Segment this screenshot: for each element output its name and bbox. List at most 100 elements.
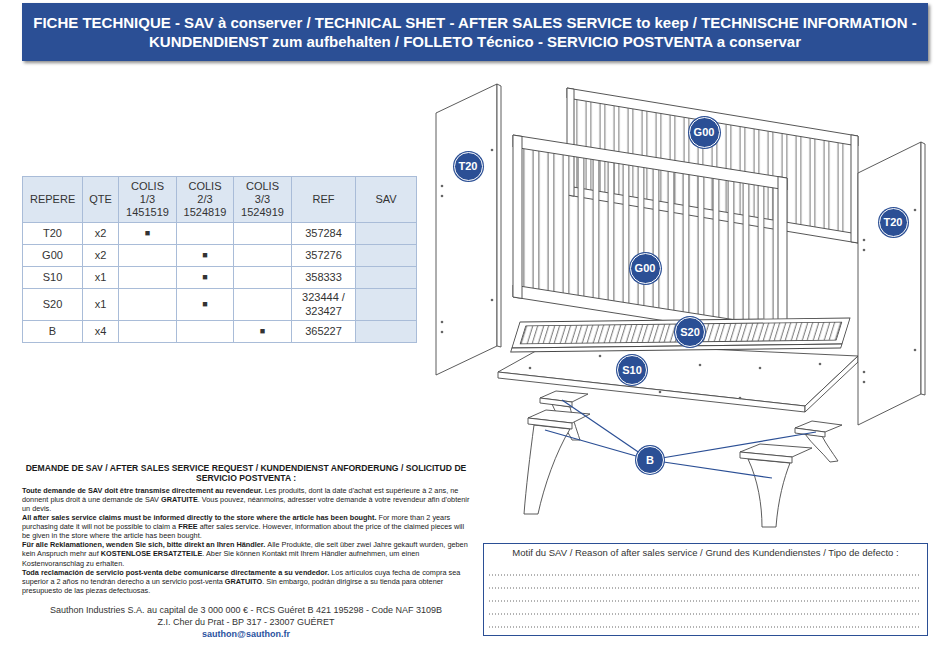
callout-circle: G00 <box>630 253 661 284</box>
table-cell: 365227 <box>291 320 356 343</box>
table-value: x1 <box>95 298 107 311</box>
table-cell: ■ <box>233 320 292 343</box>
table-header-cell: SAV <box>355 176 417 223</box>
notes-heading: DEMANDE DE SAV / AFTER SALES SERVICE REQ… <box>22 463 470 484</box>
package-mark: ■ <box>202 272 207 283</box>
email-address: sauthon@sauthon.fr <box>22 628 470 640</box>
notes-text: GRATUITO <box>225 577 262 586</box>
table-cell: ■ <box>176 266 234 289</box>
table-cell <box>176 320 234 343</box>
sheet-title: FICHE TECHNIQUE - SAV à conserver / TECH… <box>28 13 922 52</box>
front-side-rail <box>513 135 787 340</box>
notes-paragraph: Für alle Reklamationen, wenden Sie sich,… <box>22 540 470 567</box>
table-cell <box>233 222 292 245</box>
notes-paragraph: Toda reclamación de servicio post-venta … <box>22 568 470 595</box>
table-value: x4 <box>95 325 107 338</box>
package-mark: ■ <box>145 228 150 239</box>
table-cell: 357276 <box>291 244 356 267</box>
notes-text: Toda reclamación de servicio post-venta … <box>22 568 329 577</box>
callout-circle: T20 <box>879 208 908 237</box>
table-cell <box>355 288 417 321</box>
part-code: S10 <box>622 365 642 376</box>
notes-text: FREE <box>178 522 197 531</box>
company-line: Sauthon Industries S.A. au capital de 3 … <box>22 604 470 616</box>
notes-text: KOSTENLOSE ERSATZTEILE <box>101 549 203 558</box>
table-cell: x1 <box>82 266 119 289</box>
table-value: G00 <box>42 249 63 262</box>
part-code: B <box>646 455 654 466</box>
company-footer: Sauthon Industries S.A. au capital de 3 … <box>22 604 470 640</box>
table-cell <box>355 320 417 343</box>
notes-text: Toute demande de SAV doit être transmise… <box>22 486 263 495</box>
table-cell: ■ <box>176 288 234 321</box>
column-heading: QTE <box>89 193 112 206</box>
table-cell <box>118 266 177 289</box>
table-value: 357276 <box>305 249 342 262</box>
leader-line <box>545 400 816 478</box>
table-cell <box>233 288 292 321</box>
table-cell: x1 <box>82 288 119 321</box>
table-cell <box>118 320 177 343</box>
notes-text: GRATUITE <box>161 495 198 504</box>
callout-circle: S20 <box>675 317 705 347</box>
leg <box>524 410 590 514</box>
column-heading: COLIS 1/3 1451519 <box>125 180 170 220</box>
column-heading: SAV <box>375 193 396 206</box>
table-cell <box>355 222 417 245</box>
table-cell: S10 <box>22 266 83 289</box>
table-value: S10 <box>43 271 63 284</box>
table-header-cell: REF <box>291 176 356 223</box>
callout-circle: T20 <box>454 152 483 181</box>
callout-circle: B <box>636 446 664 474</box>
base-board <box>498 342 858 412</box>
table-cell: S20 <box>22 288 83 321</box>
notes-text: All after sales service claims must be i… <box>22 513 376 522</box>
table-header-cell: REPERE <box>22 176 83 223</box>
table-cell: x2 <box>82 222 119 245</box>
package-mark: ■ <box>202 299 207 310</box>
table-cell <box>233 244 292 267</box>
part-code: S20 <box>680 327 700 338</box>
notes-text: Für alle Reklamationen, wenden Sie sich,… <box>22 540 265 549</box>
table-cell: 357284 <box>291 222 356 245</box>
column-heading: COLIS 3/3 1524919 <box>240 180 285 220</box>
table-cell <box>118 244 177 267</box>
table-value: 358333 <box>305 271 342 284</box>
callout-circle: S10 <box>617 355 647 385</box>
after-sales-notes: DEMANDE DE SAV / AFTER SALES SERVICE REQ… <box>22 463 470 595</box>
package-mark: ■ <box>260 326 265 337</box>
table-cell: G00 <box>22 244 83 267</box>
leg <box>795 421 842 462</box>
notes-body: Toute demande de SAV doit être transmise… <box>22 486 470 595</box>
table-value: 365227 <box>305 325 342 338</box>
title-band: FICHE TECHNIQUE - SAV à conserver / TECH… <box>22 3 928 61</box>
notes-paragraph: All after sales service claims must be i… <box>22 513 470 540</box>
table-value: B <box>49 325 56 338</box>
table-header-cell: COLIS 2/3 1524819 <box>176 176 234 223</box>
table-value: x2 <box>95 227 107 240</box>
table-cell <box>118 288 177 321</box>
writing-line <box>489 575 921 627</box>
table-cell <box>233 266 292 289</box>
table-cell: 323444 / 323427 <box>291 288 356 321</box>
package-mark: ■ <box>202 250 207 261</box>
table-header-cell: QTE <box>82 176 119 223</box>
callout-circle: G00 <box>689 117 720 148</box>
column-heading: REPERE <box>30 193 75 206</box>
table-cell: ■ <box>176 244 234 267</box>
company-line: Z.I. Cher du Prat - BP 317 - 23007 GUÉRE… <box>22 616 470 628</box>
part-code: T20 <box>884 217 903 228</box>
notes-paragraph: Toute demande de SAV doit être transmise… <box>22 486 470 513</box>
leg <box>740 444 812 527</box>
table-value: T20 <box>43 227 62 240</box>
column-heading: REF <box>313 193 335 206</box>
reason-heading: Motif du SAV / Reason of after sales ser… <box>488 547 923 558</box>
table-value: x2 <box>95 249 107 262</box>
table-value: S20 <box>43 298 63 311</box>
table-cell <box>355 244 417 267</box>
table-cell: x2 <box>82 244 119 267</box>
end-panel <box>858 142 925 425</box>
table-value: x1 <box>95 271 107 284</box>
part-code: G00 <box>635 263 656 274</box>
